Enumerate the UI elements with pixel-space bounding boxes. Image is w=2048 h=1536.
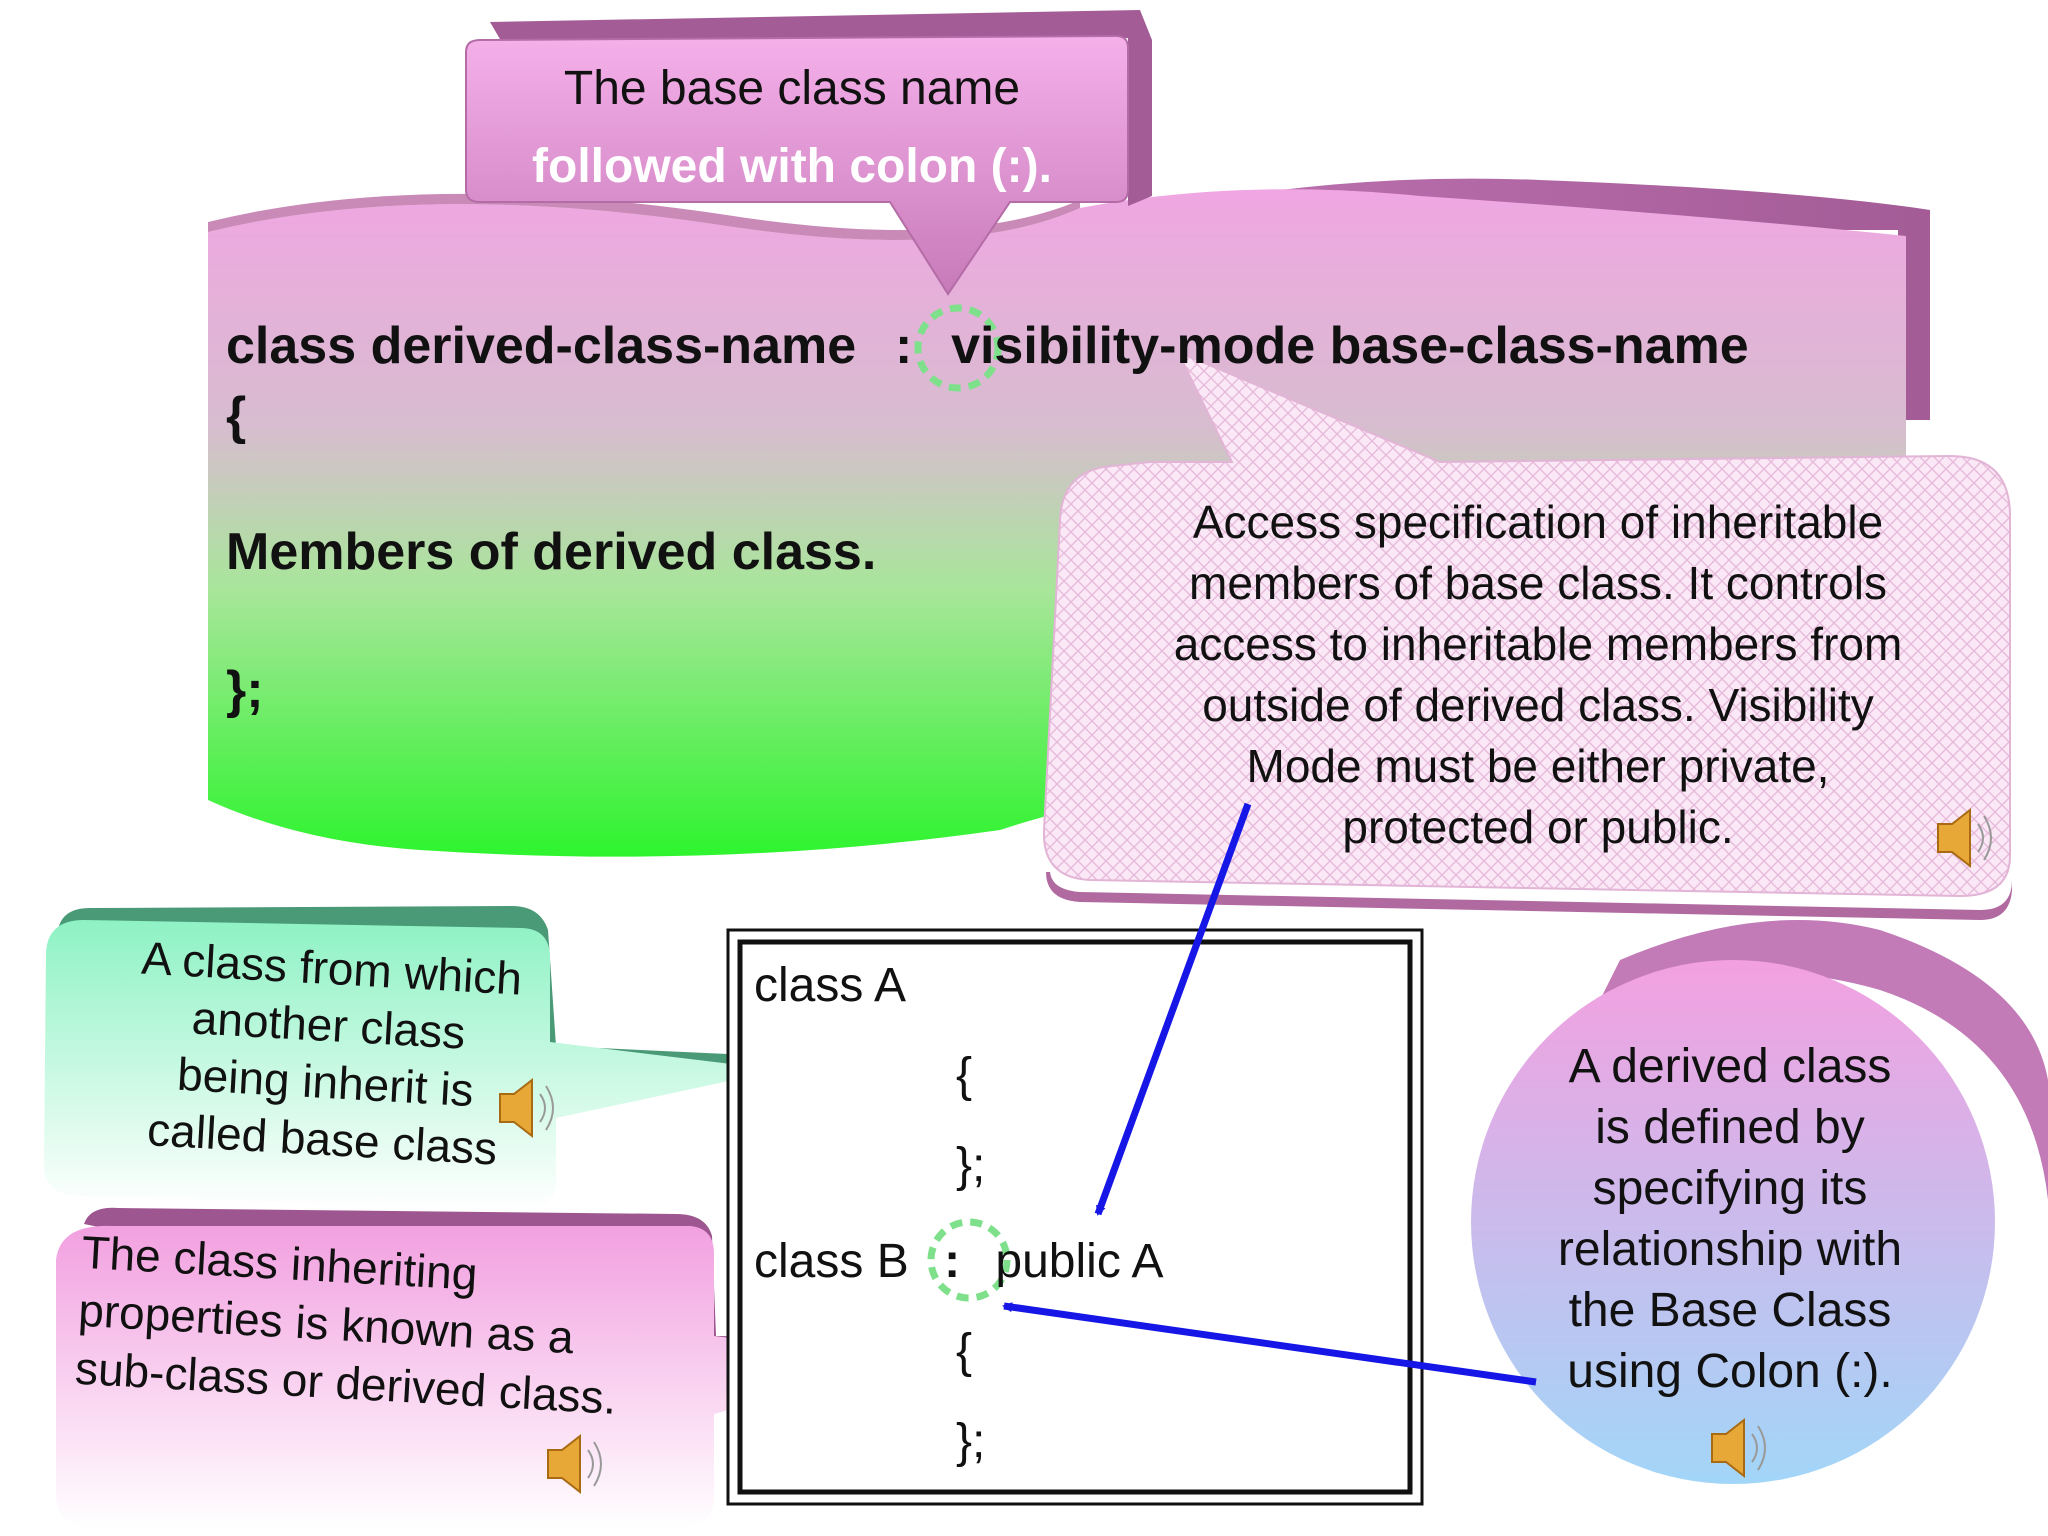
syntax-colon-ring [914, 304, 1002, 392]
base-callout-box [44, 920, 780, 1210]
code-open-brace-b: { [956, 1325, 973, 1378]
access-line: Access specification of inheritable [1192, 496, 1884, 548]
access-line: protected or public. [1342, 801, 1734, 853]
circle-line: is defined by [1595, 1101, 1865, 1154]
code-colon-ring [927, 1218, 1011, 1302]
top-callout-line1: The base class name [563, 62, 1021, 115]
speaker-icon[interactable] [1937, 807, 1992, 869]
arrow-circle-to-colon [1002, 1302, 1537, 1386]
syntax-members: Members of derived class. [226, 523, 877, 581]
code-open-brace-a: { [956, 1049, 973, 1102]
syntax-derived-part: class derived-class-name [226, 317, 857, 375]
code-box-inner-border [737, 939, 1413, 1495]
access-line: Mode must be either private, [1246, 740, 1830, 792]
code-public-a: public A [995, 1235, 1164, 1288]
derived-callout-box [56, 1225, 906, 1528]
access-callout-text: Access specification of inheritable memb… [1118, 492, 1958, 858]
top-callout-box [465, 34, 1129, 296]
syntax-open-brace: { [226, 387, 247, 445]
code-close-brace-a: }; [956, 1139, 986, 1192]
access-line: members of base class. It controls [1189, 557, 1887, 609]
circle-line: the Base Class [1568, 1284, 1892, 1337]
code-box-outer-border [726, 928, 1424, 1506]
syntax-close-brace: }; [226, 661, 264, 719]
arrow-access-to-public [1094, 802, 1252, 1216]
circle-line: relationship with [1557, 1223, 1903, 1276]
syntax-declaration-line: class derived-class-name : visibility-mo… [226, 316, 1749, 376]
code-class-b-line: class B : public A [754, 1234, 1164, 1289]
access-line: outside of derived class. Visibility [1202, 679, 1874, 731]
circle-line: A derived class [1568, 1040, 1892, 1093]
code-class-a: class A [754, 959, 907, 1012]
base-callout-text: A class from which another class being i… [86, 927, 568, 1181]
access-line: access to inheritable members from [1173, 618, 1903, 670]
circle-line: specifying its [1592, 1162, 1868, 1215]
code-class-b: class B [754, 1235, 909, 1288]
top-callout-text: The base class name followed with colon … [462, 50, 1122, 206]
syntax-colon: : [894, 317, 913, 375]
top-callout-depth [490, 10, 1152, 206]
speaker-icon[interactable] [1711, 1417, 1766, 1479]
access-callout-box [1042, 350, 2011, 898]
top-callout-line2: followed with colon (:). [532, 140, 1052, 193]
code-example: class A { }; class B : public A { }; [726, 928, 1420, 1504]
speaker-icon[interactable] [547, 1433, 602, 1495]
syntax-base-part: visibility-mode base-class-name [951, 317, 1749, 375]
circle-callout [1471, 960, 1995, 1484]
code-close-brace-b: }; [956, 1415, 986, 1468]
access-callout-depth [1046, 872, 2012, 920]
circle-line: using Colon (:). [1567, 1345, 1893, 1398]
circle-callout-text: A derived class is defined by specifying… [1470, 1036, 1990, 1402]
code-colon: : [944, 1235, 961, 1288]
circle-callout-depth [1600, 920, 2048, 1200]
derived-callout-text: The class inheriting properties is known… [74, 1223, 703, 1431]
speaker-icon[interactable] [499, 1077, 554, 1139]
